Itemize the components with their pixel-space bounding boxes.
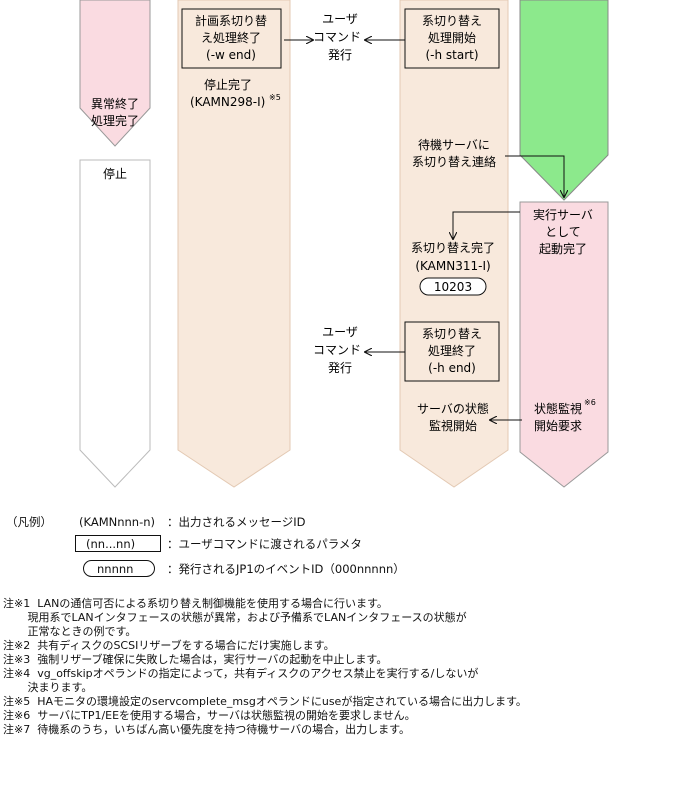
col1-stop-column: [79, 159, 151, 488]
arrow-col4-to-done: [453, 211, 520, 239]
col4-exec-line3: 起動完了: [539, 241, 587, 256]
legend-msg-sample: (KAMNnnn-n): [79, 515, 156, 529]
col3-done-line1: 系切り替え完了: [411, 240, 495, 255]
col3-start-line1: 系切り替え: [422, 14, 482, 28]
col1-abnormal-line1: 異常終了: [91, 96, 139, 111]
col2-note-ref: ※5: [269, 93, 281, 102]
note-line: 正常なときの例です。: [3, 625, 137, 638]
legend-param-box: [75, 535, 161, 552]
note-line: 注※7 待機系のうち，いちばん高い優先度を持つ待機サーバの場合，出力します。: [3, 723, 410, 736]
col3-start-box: [404, 8, 500, 69]
col3-start-line3: (-h start): [425, 48, 478, 62]
col2-column: [177, 0, 291, 488]
col3-event-id: 10203: [434, 280, 472, 294]
user-cmd-top-line1: ユーザ: [322, 12, 358, 26]
col3-monitor-line1: サーバの状態: [417, 401, 489, 416]
user-cmd-top-line2: コマンド: [313, 30, 361, 44]
note-line: 決まります。: [3, 681, 93, 694]
col1-abnormal-arrow: [79, 0, 151, 147]
col3-end-box: [404, 321, 500, 382]
col3-end-line1: 系切り替え: [422, 327, 482, 341]
note-line: 注※5 HAモニタの環境設定のservcomplete_msgオペランドにuse…: [3, 695, 527, 708]
note-line: 注※2 共有ディスクのSCSIリザーブをする場合にだけ実施します。: [3, 639, 335, 652]
col3-end-line2: 処理終了: [428, 343, 476, 358]
col3-end-line3: (-h end): [428, 361, 476, 375]
col2-end-box: [181, 8, 282, 69]
legend-event-pill: [83, 560, 155, 577]
col4-exec-line2: として: [545, 225, 581, 239]
note-line: 注※6 サーバにTP1/EEを使用する場合，サーバは状態監視の開始を要求しません…: [3, 709, 416, 722]
col3-notify-line1: 待機サーバに: [418, 137, 490, 152]
col1-abnormal-line2: 処理完了: [91, 113, 139, 128]
col3-event-id-pill: [419, 277, 487, 296]
flow-diagram: 異常終了 処理完了 停止 計画系切り替 え処理終了 (-w end) 停止完了 …: [79, 0, 609, 488]
col3-done-msg: (KAMN311-I): [415, 259, 490, 273]
col3-monitor-line2: 監視開始: [429, 418, 477, 433]
user-cmd-bottom-line3: 発行: [328, 361, 352, 375]
col3-notify-line2: 系切り替え連絡: [412, 154, 496, 169]
legend-event-sample: nnnnn: [97, 562, 134, 576]
col2-box-line2: え処理終了: [201, 30, 261, 45]
col2-box-line1: 計画系切り替: [195, 13, 267, 28]
user-cmd-bottom-line2: コマンド: [313, 343, 361, 357]
note-line: 注※3 強制リザーブ確保に失敗した場合は，実行サーバの起動を中止します。: [3, 653, 388, 666]
col1-stop-label: 停止: [103, 166, 127, 181]
col4-req-line1: 状態監視: [534, 401, 582, 416]
arrow-notify-to-col4: [505, 155, 564, 197]
user-cmd-top-line3: 発行: [328, 48, 352, 62]
col4-req-line2: 開始要求: [534, 419, 582, 433]
col2-msg: (KAMN298-I): [190, 95, 265, 109]
col4-exec-line1: 実行サーバ: [533, 207, 593, 222]
col2-box-line3: (-w end): [206, 48, 256, 62]
note-line: 注※1 LANの通信可否による系切り替え制御機能を使用する場合に行います。: [3, 597, 388, 610]
note-line: 注※4 vg_offskipオペランドの指定によって，共有ディスクのアクセス禁止…: [3, 667, 479, 680]
col4-pink-column: [519, 201, 609, 488]
legend-title: （凡例）: [6, 515, 52, 529]
col3-start-line2: 処理開始: [428, 31, 476, 45]
col2-stop-done: 停止完了: [204, 77, 252, 92]
col4-green-arrow: [519, 0, 609, 201]
col4-req-note-ref: ※6: [584, 398, 596, 407]
user-cmd-bottom-line1: ユーザ: [322, 325, 358, 339]
legend-param-desc: ：ユーザコマンドに渡されるパラメタ: [167, 537, 362, 551]
note-line: 現用系でLANインタフェースの状態が異常，および予備系でLANインタフェースの状…: [3, 611, 467, 624]
legend-event-desc: ：発行されるJP1のイベントID（000nnnnn）: [167, 562, 405, 576]
legend-param-sample: (nn...nn): [86, 537, 136, 551]
legend-msg-desc: ：出力されるメッセージID: [167, 515, 306, 529]
